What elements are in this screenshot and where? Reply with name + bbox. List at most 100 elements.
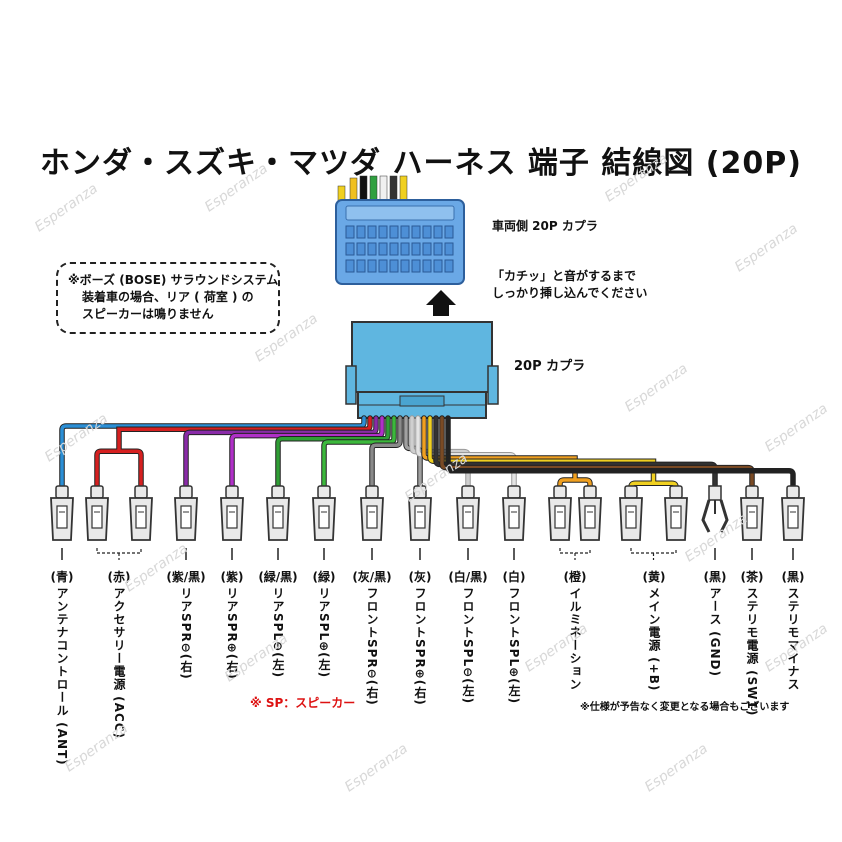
wire-terminal	[408, 485, 432, 541]
wire-color-label: (紫)	[220, 570, 244, 584]
wire-function-label: アンテナコントロール (ANT)	[55, 587, 69, 766]
bose-note-line: 装着車の場合、リア ( 荷室 ) の	[82, 290, 254, 304]
wire-terminal	[502, 485, 526, 541]
wire-5	[276, 416, 390, 490]
connector-cavity	[400, 225, 410, 239]
wire-label: (緑/黒)リアSPL⊖(左)	[258, 568, 298, 678]
wire-terminal	[312, 485, 336, 541]
up-arrow-icon	[426, 290, 456, 316]
wire-terminal	[456, 485, 480, 541]
wire-label: (白/黒) フロントSPL⊖(左)	[448, 568, 488, 704]
wire-1	[60, 416, 366, 490]
wire-terminal	[174, 485, 198, 541]
bose-note-box: ※ボーズ (BOSE) サラウンドシステム 装着車の場合、リア ( 荷室 ) の…	[56, 262, 280, 334]
harness-connector-label: 20P カプラ	[514, 359, 586, 374]
wire-label: (紫/黒) リアSPR⊖(右)	[166, 568, 206, 680]
wire-function-label: リアSPL⊕(左)	[317, 587, 331, 679]
wire-terminal	[360, 485, 384, 541]
wire-color-label: (紫/黒)	[166, 570, 206, 584]
wire-label: (茶)ステリモ電源 (SW1)	[732, 568, 772, 716]
bose-note-line: スピーカーは鳴りません	[82, 307, 214, 321]
connector-cavity	[433, 259, 443, 273]
wire-color-label: (灰)	[408, 570, 432, 584]
vehicle-connector-image	[335, 175, 465, 285]
speaker-abbrev-note: ※ SP：スピーカー	[250, 696, 356, 710]
wire-function-label: リアSPR⊕(右)	[225, 587, 239, 680]
wire-terminal	[548, 485, 572, 541]
wire-color-label: (黄)	[642, 570, 666, 584]
connector-cavity	[345, 225, 355, 239]
wire-label: (緑)リアSPL⊕(左)	[304, 568, 344, 678]
wire-function-label: フロントSPR⊖(右)	[365, 587, 379, 706]
wire-color-label: (白/黒)	[448, 570, 488, 584]
wire-terminal	[578, 485, 602, 541]
connector-cavity	[422, 259, 432, 273]
wire-terminal	[85, 485, 109, 541]
wire-function-label: フロントSPR⊕(右)	[413, 587, 427, 706]
wire-label: (橙) イルミネーション	[555, 568, 595, 691]
wire-terminal	[129, 485, 153, 541]
connector-cavity	[367, 259, 377, 273]
wire-label: (白) フロントSPL⊕(左)	[494, 568, 534, 704]
bose-note-line: ※ボーズ (BOSE) サラウンドシステム	[68, 273, 279, 287]
connector-cavity	[411, 259, 421, 273]
harness-connector	[345, 321, 499, 419]
connector-cavity	[389, 225, 399, 239]
wire-color-label: (赤)	[107, 570, 131, 584]
wire-function-label: ステリモマイナス	[786, 587, 800, 691]
diagram-title: ホンダ・スズキ・マツダ ハーネス 端子 結線図 (20P)	[40, 146, 802, 181]
connector-cavity	[411, 225, 421, 239]
wire-function-label: アクセサリー電源 (ACC)	[112, 587, 126, 740]
label-bracket	[96, 548, 142, 560]
click-note: 「カチッ」と音がするまで しっかり挿し込んでください	[492, 268, 647, 302]
connector-cavity	[433, 242, 443, 256]
wire-terminal	[50, 485, 74, 541]
connector-cavity	[400, 242, 410, 256]
connector-cavity	[400, 259, 410, 273]
connector-cavity	[433, 225, 443, 239]
connector-cavity	[422, 225, 432, 239]
ring-terminal	[701, 485, 729, 533]
wire-label: (灰) フロントSPR⊕(右)	[400, 568, 440, 706]
connector-cavity	[345, 242, 355, 256]
label-bracket	[559, 548, 591, 560]
wire-terminal	[781, 485, 805, 541]
label-ticks	[61, 548, 794, 560]
wire-color-label: (白)	[502, 570, 526, 584]
connector-cavity	[444, 242, 454, 256]
wire-color-label: (青)	[50, 570, 74, 584]
connector-cavity	[411, 242, 421, 256]
wire-terminal	[619, 485, 643, 541]
connector-cavity	[444, 259, 454, 273]
wire-color-label: (黒)	[781, 570, 805, 584]
connector-cavity	[378, 242, 388, 256]
connector-cavity	[356, 242, 366, 256]
wire-terminal	[740, 485, 764, 541]
wire-terminal	[664, 485, 688, 541]
wire-terminal	[266, 485, 290, 541]
wire-7	[370, 416, 402, 490]
connector-cavity	[345, 259, 355, 273]
click-note-line: しっかり挿し込んでください	[492, 286, 648, 300]
wire-label: (紫) リアSPR⊕(右)	[212, 568, 252, 680]
vehicle-connector-label: 車両側 20P カプラ	[492, 219, 598, 233]
wire-color-label: (橙)	[563, 570, 587, 584]
spec-change-note: ※仕様が予告なく変更となる場合もございます	[580, 702, 790, 713]
wire-color-label: (黒)	[703, 570, 727, 584]
wire-label: (黒) ステリモマイナス	[773, 568, 813, 691]
label-bracket	[630, 548, 677, 560]
wire-2	[95, 416, 372, 490]
wire-color-label: (茶)	[740, 570, 764, 584]
wire-function-label: フロントSPL⊕(左)	[507, 587, 521, 705]
connector-cavity	[356, 225, 366, 239]
wire-3	[184, 416, 378, 490]
wire-function-label: リアSPR⊖(右)	[179, 587, 193, 680]
wire-function-label: フロントSPL⊖(左)	[461, 587, 475, 705]
click-note-line: 「カチッ」と音がするまで	[492, 269, 637, 283]
wire-function-label: イルミネーション	[568, 587, 582, 691]
wire-color-label: (灰/黒)	[352, 570, 392, 584]
terminals	[50, 485, 805, 541]
wire-label: (黄)メイン電源 (+B)	[634, 568, 674, 691]
